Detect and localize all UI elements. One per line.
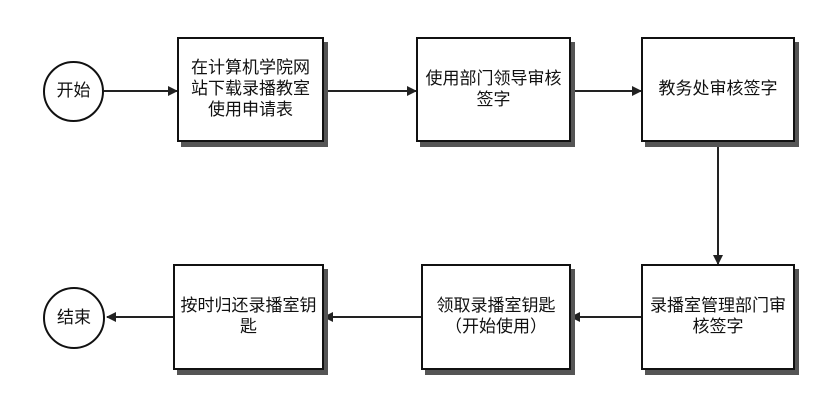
step-collect-key: 领取录播室钥匙（开始使用） bbox=[421, 264, 571, 370]
step-academic-affairs-approval-label: 教务处审核签字 bbox=[658, 79, 778, 99]
step-studio-management-approval: 录播室管理部门审核签字 bbox=[641, 264, 795, 370]
start-label: 开始 bbox=[56, 81, 91, 101]
end-node: 结束 bbox=[43, 287, 105, 349]
step-download-form: 在计算机学院网站下载录播教室使用申请表 bbox=[177, 37, 324, 142]
step-academic-affairs-approval: 教务处审核签字 bbox=[641, 37, 795, 142]
step-dept-leader-approval: 使用部门领导审核签字 bbox=[416, 37, 571, 142]
end-label: 结束 bbox=[57, 307, 91, 328]
step-dept-leader-approval-label: 使用部门领导审核签字 bbox=[425, 68, 562, 110]
step-download-form-label: 在计算机学院网站下载录播教室使用申请表 bbox=[191, 58, 310, 120]
step-return-key: 按时归还录播室钥匙 bbox=[173, 264, 324, 370]
step-studio-management-approval-label: 录播室管理部门审核签字 bbox=[650, 296, 786, 337]
step-collect-key-label: 领取录播室钥匙（开始使用） bbox=[436, 296, 556, 337]
step-return-key-label: 按时归还录播室钥匙 bbox=[180, 296, 317, 337]
start-node: 开始 bbox=[43, 61, 104, 122]
